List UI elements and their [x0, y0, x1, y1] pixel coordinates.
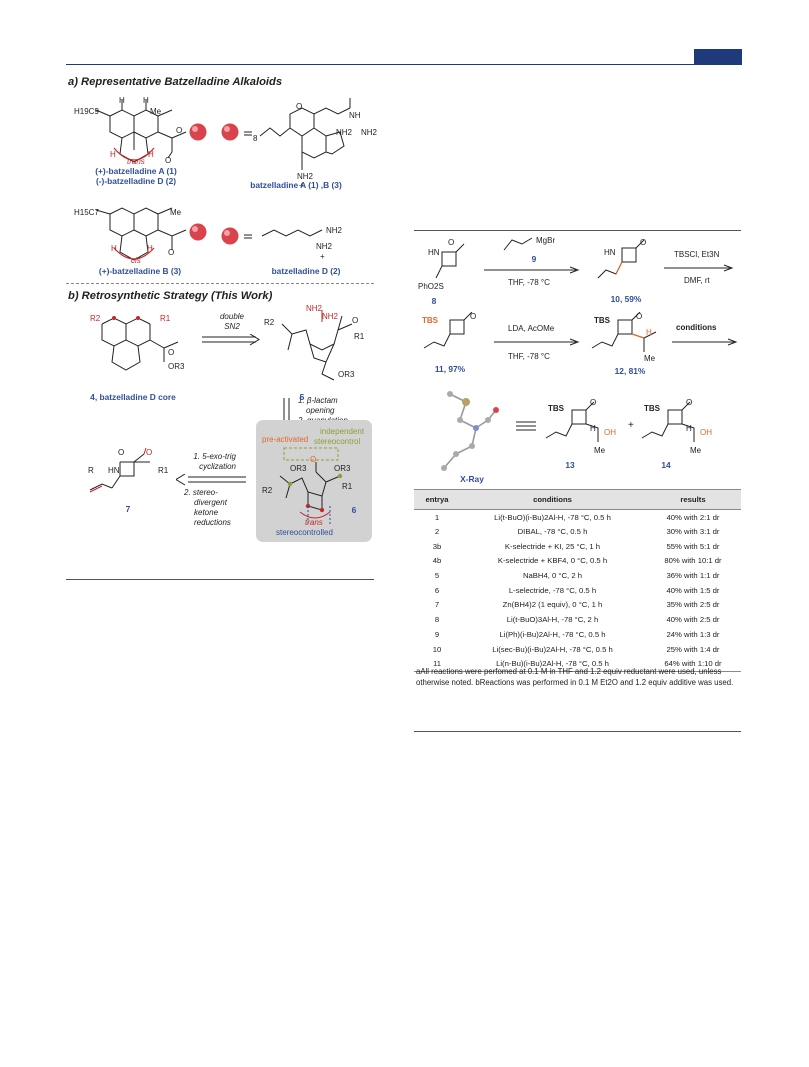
- compound-5-label: 5: [299, 392, 305, 402]
- sidechain-1-label: batzelladine A (1) ,B (3): [250, 180, 342, 190]
- compound-5-structure: [281, 310, 353, 381]
- conditions-label: conditions: [676, 323, 717, 332]
- table-header-row: entrya conditions results: [414, 489, 741, 510]
- compound-7-label: 7: [125, 504, 131, 514]
- compound-label-2: (-)-batzelladine D (2): [95, 176, 177, 186]
- section-a-title: a) Representative Batzelladine Alkaloids: [68, 76, 283, 88]
- batzelladine-ad-structure: [95, 100, 207, 163]
- compound-12-label: 12, 81%: [614, 366, 646, 376]
- arrow-1: [484, 237, 580, 274]
- compound-6-panel: [256, 420, 372, 542]
- header-tab: [694, 49, 742, 65]
- scheme-top-rule: [414, 230, 741, 231]
- compound-11-label: 11, 97%: [434, 364, 466, 374]
- compound-label-1: (+)-batzelladine A (1): [95, 166, 177, 176]
- compound-8-label: 8: [431, 296, 437, 306]
- compound-6-label: 6: [351, 505, 357, 515]
- arrow-2: [664, 264, 734, 272]
- arrow-4: [672, 338, 738, 346]
- header-conditions: conditions: [460, 489, 645, 510]
- right-bottom-rule: [414, 731, 741, 732]
- retro-arrow-3: [176, 474, 246, 486]
- core-4-label: 4, batzelladine D core: [90, 392, 176, 402]
- sidechain-2-structure: [221, 227, 323, 245]
- compound-13-structure: [545, 401, 599, 442]
- xray-label: X-Ray: [460, 474, 484, 484]
- compound-13-label: 13: [565, 460, 575, 470]
- compound-10-label: 10, 59%: [610, 294, 642, 304]
- compound-6-structure: [279, 447, 343, 524]
- compound-14-label: 14: [661, 460, 671, 470]
- arrow-3: [494, 338, 580, 346]
- retro-arrow-1: [202, 334, 260, 346]
- table-footnote: aAll reactions were perfomed at 0.1 M in…: [416, 667, 734, 687]
- compound-9-label: 9: [531, 254, 537, 264]
- sidechain-2-label: batzelladine D (2): [271, 266, 341, 276]
- left-bottom-rule: [66, 579, 374, 580]
- core-4-structure: [101, 316, 179, 371]
- section-divider: [66, 283, 374, 284]
- compound-14-structure: [641, 401, 695, 442]
- compound-12-structure: [591, 312, 657, 352]
- sidechain-1-structure: [221, 98, 351, 170]
- batzelladine-b-structure: [95, 207, 207, 261]
- compound-label-3: (+)-batzelladine B (3): [98, 266, 182, 276]
- section-b-title: b) Retrosynthetic Strategy (This Work): [68, 290, 273, 302]
- header-rule: [66, 64, 742, 65]
- compound-8-structure: [435, 243, 465, 279]
- xray-structure: [441, 391, 499, 471]
- header-entry: entrya: [414, 489, 460, 510]
- compound-10-structure: [597, 239, 645, 279]
- compound-11-structure: [423, 312, 473, 349]
- equivalence-sign: [516, 421, 536, 431]
- header-results: results: [645, 489, 741, 510]
- compound-7-structure: [89, 448, 150, 493]
